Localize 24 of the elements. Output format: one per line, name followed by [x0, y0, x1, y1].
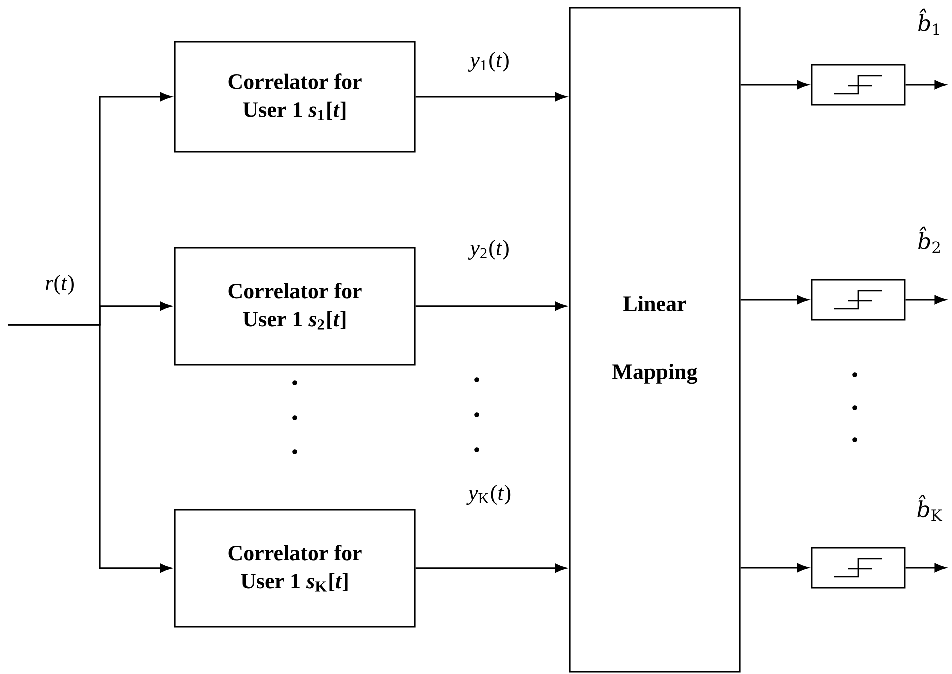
- edge-label: y$_{K}$(t): [466, 485, 511, 505]
- signal-label: r(t): [46, 275, 74, 295]
- correlator-box: Correlator for User 1 s$_{1}$[t]: [174, 41, 416, 153]
- correlator-box: Correlator for User 1 s$_{2}$[t]: [174, 247, 416, 366]
- mapping-block: Linear Mapping: [569, 7, 741, 673]
- correlator-box: Correlator for User 1 s$_{K}$[t]: [174, 509, 416, 628]
- arrow: [906, 296, 946, 304]
- arrow: [416, 92, 567, 102]
- arrow: [740, 80, 808, 90]
- arrow: [416, 302, 567, 311]
- slicer-box: [811, 64, 906, 106]
- slicer-box: [811, 547, 906, 589]
- arrow: [906, 80, 946, 90]
- slicer-box: [811, 279, 906, 321]
- edge-label: b̂$_{1}$: [918, 8, 940, 36]
- arrow: [8, 324, 172, 573]
- edge-label: b̂$_{2}$: [918, 226, 940, 254]
- arrow: [416, 564, 567, 573]
- arrow: [740, 296, 808, 304]
- edge-label: y$_{1}$(t): [468, 52, 509, 72]
- arrow: [740, 564, 808, 572]
- arrow: [906, 564, 946, 572]
- edge-label: y$_{2}$(t): [468, 240, 509, 260]
- edge-label: b̂$_{K}$: [918, 494, 943, 522]
